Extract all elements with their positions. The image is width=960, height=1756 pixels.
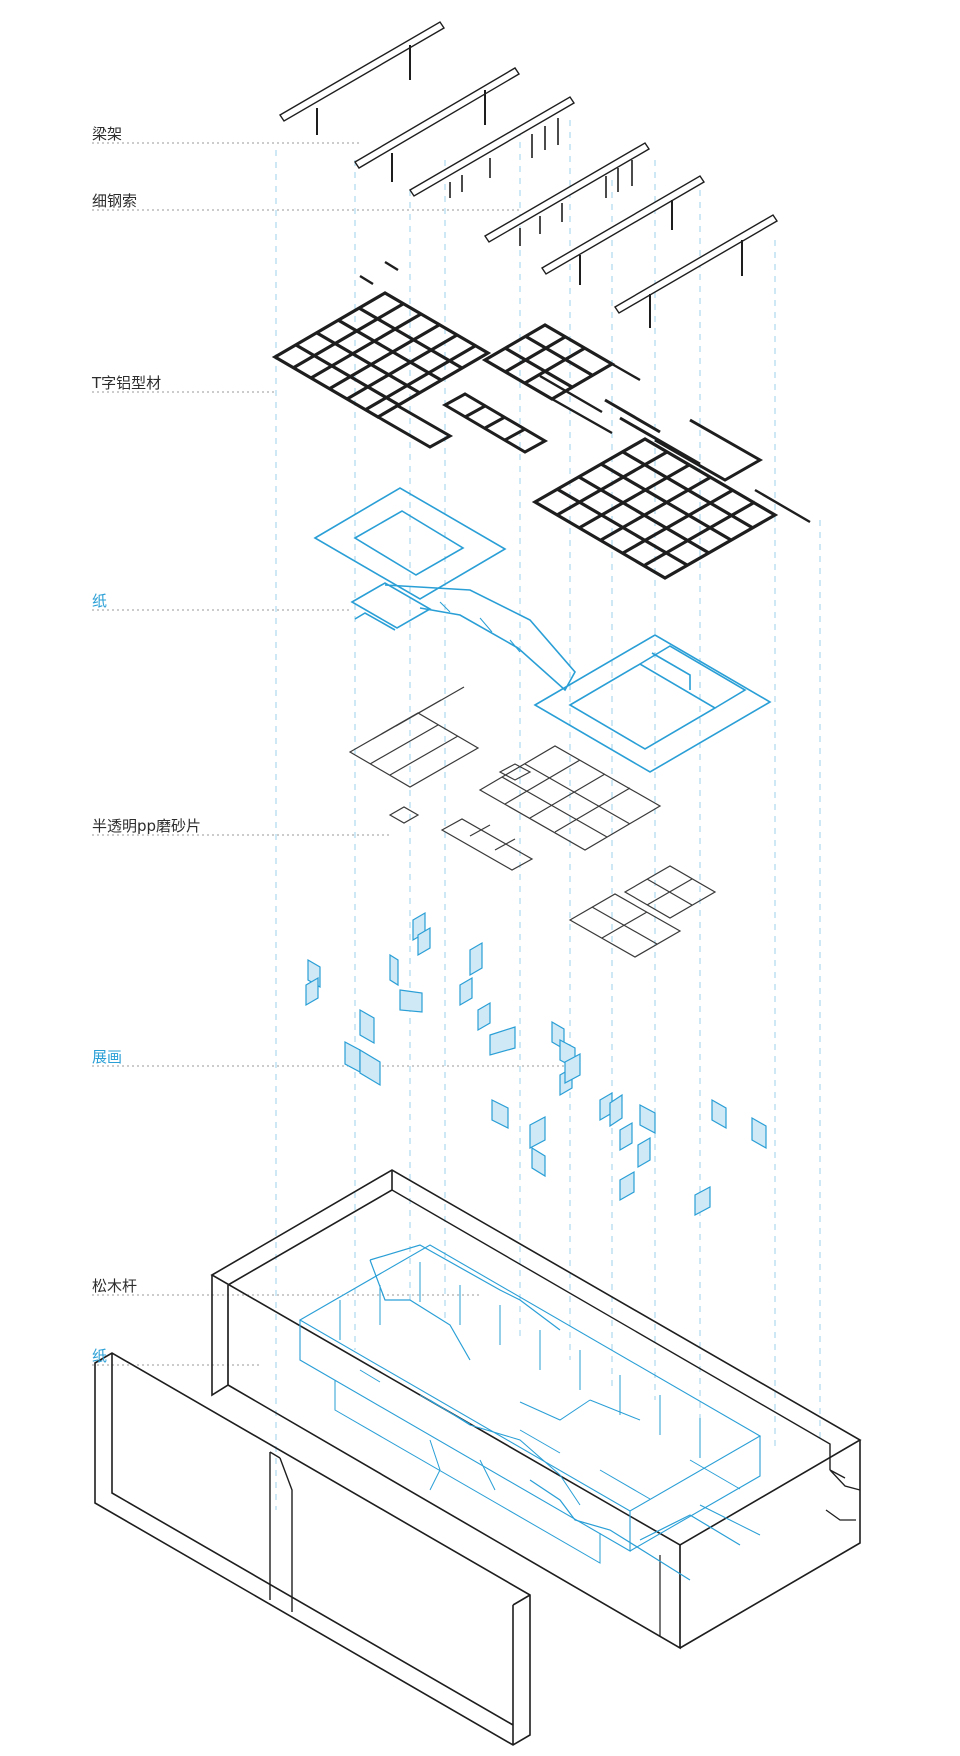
- label-paper-top: 纸: [92, 592, 108, 610]
- label-beam-frame: 梁架: [92, 125, 123, 143]
- label-exhibits: 展画: [92, 1048, 123, 1066]
- pp-frosted-sheets: [348, 686, 717, 958]
- beam-5: [541, 175, 705, 285]
- beam-2: [354, 67, 520, 182]
- label-pine-poles: 松木杆: [92, 1277, 138, 1295]
- beam-6: [614, 214, 778, 328]
- label-steel-cable: 细钢索: [92, 192, 138, 210]
- t-aluminum-grid: [271, 260, 811, 580]
- leader-lines: [92, 142, 570, 1366]
- beam-4: [484, 142, 650, 246]
- paper-layer: [313, 487, 772, 773]
- projection-lines: [275, 120, 821, 1510]
- label-paper-bottom: 纸: [92, 1347, 108, 1365]
- beam-3: [409, 96, 575, 198]
- beam-1: [279, 21, 445, 135]
- base-room-layer: [94, 1169, 862, 1746]
- beam-frame-layer: [279, 21, 778, 328]
- exhibit-panels: [305, 911, 767, 1216]
- label-pp-sheet: 半透明pp磨砂片: [92, 817, 202, 835]
- label-t-aluminum: T字铝型材: [92, 374, 162, 392]
